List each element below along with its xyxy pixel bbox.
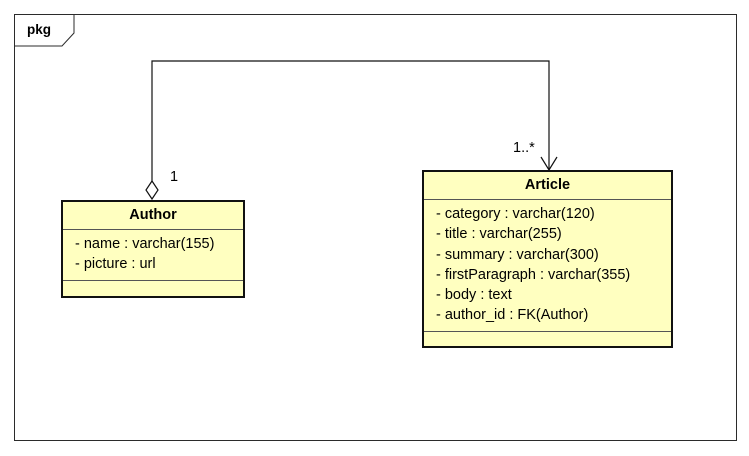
attribute-row: - author_id : FK(Author) (436, 307, 589, 324)
article-operations (424, 332, 671, 343)
article-multiplicity: 1..* (513, 140, 535, 156)
attribute-row: - summary : varchar(300) (436, 246, 599, 263)
article-class[interactable]: Article - category : varchar(120) - titl… (422, 170, 673, 348)
attribute-row: - name : varchar(155) (75, 236, 215, 252)
article-class-name: Article (424, 172, 671, 200)
package-label: pkg (27, 22, 52, 37)
author-operations (63, 281, 243, 292)
attribute-row: - title : varchar(255) (436, 226, 562, 243)
package-tab (14, 14, 75, 47)
author-class-name: Author (63, 202, 243, 230)
author-class[interactable]: Author - name : varchar(155) - picture :… (61, 200, 245, 298)
attribute-row: - picture : url (75, 256, 156, 273)
attribute-row: - firstParagraph : varchar(355) (436, 266, 631, 283)
author-attributes: - name : varchar(155) - picture : url (63, 230, 243, 281)
article-attributes: - category : varchar(120) - title : varc… (424, 200, 671, 332)
package-frame (14, 14, 737, 441)
author-multiplicity: 1 (170, 169, 179, 185)
attribute-row: - body : text (436, 287, 512, 304)
attribute-row: - category : varchar(120) (436, 206, 595, 222)
association-line (151, 60, 550, 182)
aggregation-diamond-icon (145, 179, 159, 201)
